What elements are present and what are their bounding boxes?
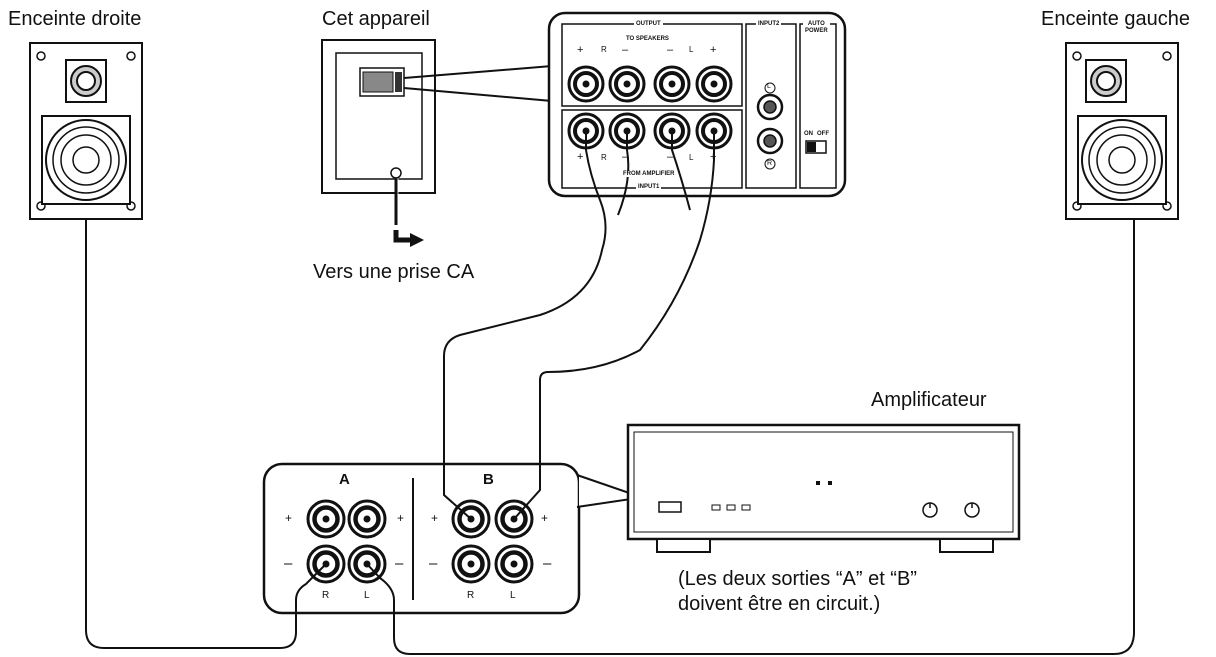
this-unit [321,38,436,247]
speaker-cables [85,131,1135,655]
left-speaker-label: Enceinte gauche [1041,8,1191,30]
b-plus-right: + [541,511,549,525]
ac-outlet-label: Vers une prise CA [313,261,475,283]
terminal-a-l-plus [349,501,385,537]
to-speakers-label: TO SPEAKERS [624,36,671,42]
in-l: L [689,153,694,162]
this-unit-label: Cet appareil [322,8,430,30]
input2-r: R [767,160,773,167]
a-minus-right: – [395,555,404,572]
output-terminal-l-minus [653,65,691,103]
input2-label: INPUT2 [756,21,782,27]
output-r-plus-cable [443,131,607,520]
left-speaker [1065,42,1179,220]
out-plus-l: + [710,44,717,56]
group-a-label: A [339,471,350,488]
out-plus-r: + [577,44,584,56]
input2-l: L [767,83,771,90]
output-terminal-r-minus [608,65,646,103]
in-minus-r: – [622,151,629,163]
amplifier [626,423,1021,553]
power-label: POWER [805,28,828,34]
a-plus-right: + [397,511,405,525]
b-minus-left: – [429,555,438,572]
out-l: L [689,45,694,54]
auto-label: AUTO [807,21,825,27]
terminal-a-r-plus [308,501,344,537]
on-label: ON [802,131,815,137]
right-speaker-cable [85,219,327,649]
out-minus-l: – [667,44,674,56]
right-speaker-label: Enceinte droite [8,8,142,30]
left-speaker-cable [366,219,1135,655]
b-r-label: R [467,590,475,601]
input1-label: INPUT1 [636,184,662,190]
input2-jack-l [756,93,784,121]
note-label: (Les deux sorties “A” et “B” doivent êtr… [678,567,917,617]
a-r-label: R [322,590,330,601]
output-l-minus-cable [671,131,691,211]
out-minus-r: – [622,44,629,56]
output-terminal-r-plus [567,65,605,103]
off-label: OFF [815,131,831,137]
note-line-1: (Les deux sorties “A” et “B” [678,568,917,590]
out-r: R [601,45,607,54]
output-r-minus-cable [617,131,630,216]
unit-rear-panel [547,11,847,198]
right-speaker [29,42,143,220]
terminal-b-r-minus [453,546,489,582]
in-plus-l: + [710,151,717,163]
amp-terminal-panel [262,462,581,615]
a-plus-left: + [285,511,293,525]
from-amplifier-label: FROM AMPLIFIER [621,171,677,177]
b-minus-right: – [543,555,552,572]
in-minus-l: – [667,151,674,163]
a-l-label: L [364,590,370,601]
auto-power-switch [805,140,827,154]
in-plus-r: + [577,151,584,163]
unit-panel-callout [403,65,553,102]
group-b-label: B [483,471,494,488]
output-l-plus-cable [513,131,715,520]
terminal-b-l-minus [496,546,532,582]
a-minus-left: – [284,555,293,572]
output-label: OUTPUT [634,21,663,27]
in-r: R [601,153,607,162]
output-terminal-l-plus [695,65,733,103]
amplifier-label: Amplificateur [871,389,987,411]
input2-jack-r [756,127,784,155]
b-l-label: L [510,590,516,601]
b-plus-left: + [431,511,439,525]
auto-power-label: AUTO POWER [803,21,830,35]
note-line-2: doivent être en circuit.) [678,593,881,615]
